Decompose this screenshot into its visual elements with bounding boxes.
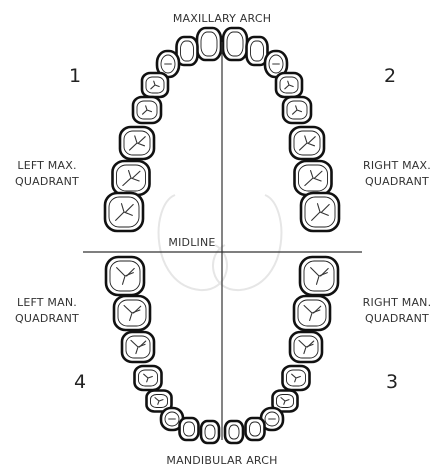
upper-left-tooth-6 bbox=[120, 127, 154, 159]
upper-left-tooth-7 bbox=[113, 161, 150, 195]
lower-right-tooth-1 bbox=[300, 257, 338, 295]
lower-right-tooth-8 bbox=[225, 421, 243, 443]
upper-right-tooth-6 bbox=[290, 127, 324, 159]
quadrant-1-number: 1 bbox=[69, 65, 81, 87]
left-max-quadrant-label-line1: LEFT MAX. bbox=[17, 159, 76, 172]
left-man-quadrant-label-line2: QUADRANT bbox=[15, 312, 79, 325]
upper-left-tooth-1 bbox=[197, 28, 221, 60]
right-max-quadrant-label-line1: RIGHT MAX. bbox=[363, 159, 431, 172]
midline-label: MIDLINE bbox=[168, 236, 215, 249]
lower-right-tooth-2 bbox=[294, 296, 330, 330]
lower-left-tooth-1 bbox=[106, 257, 144, 295]
upper-right-tooth-1 bbox=[223, 28, 247, 60]
left-max-quadrant-label-line2: QUADRANT bbox=[15, 175, 79, 188]
maxillary-arch-label: MAXILLARY ARCH bbox=[173, 12, 271, 25]
lower-left-tooth-8 bbox=[201, 421, 219, 443]
lower-right-tooth-4 bbox=[283, 366, 310, 390]
mandibular-arch-label: MANDIBULAR ARCH bbox=[166, 454, 277, 467]
right-man-quadrant-label-line1: RIGHT MAN. bbox=[363, 296, 432, 309]
lower-right-tooth-7 bbox=[246, 418, 265, 440]
lower-left-tooth-7 bbox=[180, 418, 199, 440]
lower-left-tooth-2 bbox=[114, 296, 150, 330]
upper-left-tooth-4 bbox=[142, 73, 168, 97]
upper-left-tooth-8 bbox=[105, 193, 143, 231]
upper-right-tooth-8 bbox=[301, 193, 339, 231]
upper-right-tooth-4 bbox=[276, 73, 302, 97]
quadrant-4-number: 4 bbox=[74, 371, 86, 393]
quadrant-3-number: 3 bbox=[386, 371, 398, 393]
lower-right-tooth-3 bbox=[290, 332, 322, 362]
quadrant-2-number: 2 bbox=[384, 65, 396, 87]
right-man-quadrant-label-line2: QUADRANT bbox=[365, 312, 429, 325]
right-max-quadrant-label-line2: QUADRANT bbox=[365, 175, 429, 188]
upper-right-tooth-5 bbox=[283, 97, 311, 123]
left-man-quadrant-label-line1: LEFT MAN. bbox=[17, 296, 77, 309]
upper-right-tooth-7 bbox=[295, 161, 332, 195]
lower-left-tooth-4 bbox=[135, 366, 162, 390]
upper-left-tooth-5 bbox=[133, 97, 161, 123]
lower-left-tooth-3 bbox=[122, 332, 154, 362]
